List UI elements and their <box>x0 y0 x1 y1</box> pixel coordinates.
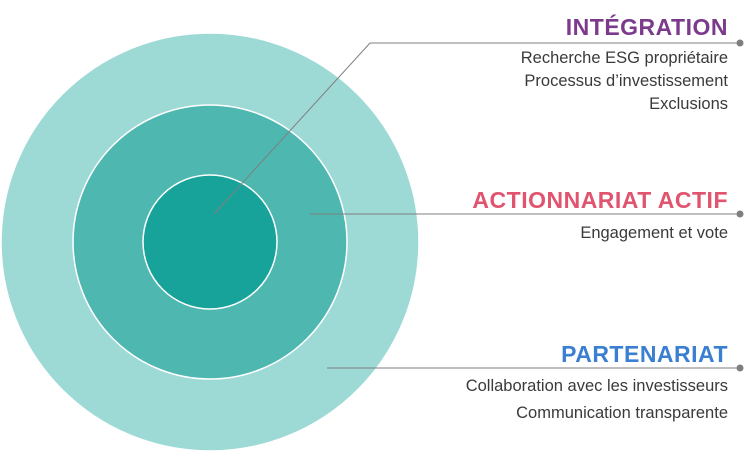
integration-item-exclusions: Exclusions <box>649 95 728 113</box>
actionnariat-item-engagement: Engagement et vote <box>580 224 728 242</box>
leader-dot-actionnariat <box>736 210 744 218</box>
integration-title: INTÉGRATION <box>565 14 728 40</box>
partenariat-title: PARTENARIAT <box>561 341 728 367</box>
leader-dot-partenariat <box>736 364 744 372</box>
partenariat-items: Collaboration avec les investisseurs Com… <box>466 373 728 427</box>
partenariat-item-collaboration: Collaboration avec les investisseurs <box>465 377 728 395</box>
inner-core-integration <box>142 174 278 310</box>
actionnariat-items: Engagement et vote <box>580 222 728 245</box>
leader-line-integration <box>213 42 740 215</box>
integration-item-process: Processus d’investissement <box>524 72 728 90</box>
leader-dot-integration <box>736 39 744 47</box>
integration-items: Recherche ESG propriétaire Processus d’i… <box>521 47 728 116</box>
actionnariat-title: ACTIONNARIAT ACTIF <box>472 187 728 213</box>
partenariat-item-communication: Communication transparente <box>516 404 728 422</box>
integration-item-research: Recherche ESG propriétaire <box>520 49 728 67</box>
